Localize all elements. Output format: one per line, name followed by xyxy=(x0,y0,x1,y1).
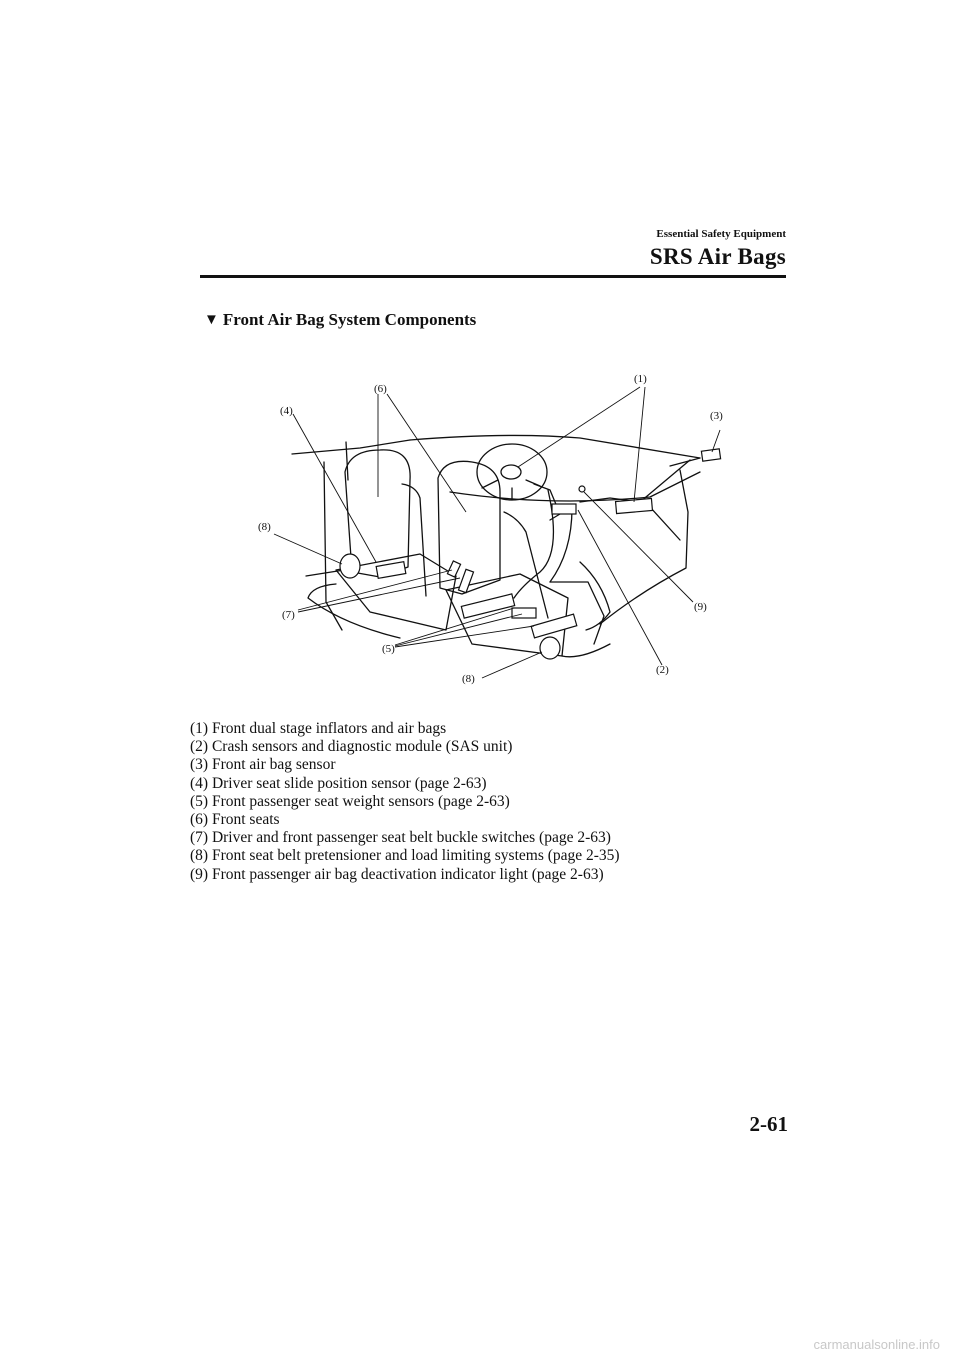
callout-5: (5) xyxy=(382,643,395,655)
subheading-text: Front Air Bag System Components xyxy=(222,310,477,329)
callout-7: (7) xyxy=(282,609,295,621)
air-bag-components-diagram: (1) (2) (3) (4) (5) (6) (7) (8) (8) (9) xyxy=(258,373,723,685)
legend-item: (7) Driver and front passenger seat belt… xyxy=(190,829,611,847)
watermark: carmanualsonline.info xyxy=(813,1337,940,1352)
callout-6: (6) xyxy=(374,383,387,395)
section-title: Essential Safety Equipment xyxy=(656,228,786,240)
page-number: 2-61 xyxy=(749,1112,789,1136)
callout-8-left: (8) xyxy=(258,521,271,533)
subheading: ▼ Front Air Bag System Components xyxy=(204,310,476,330)
legend-item: (8) Front seat belt pretensioner and loa… xyxy=(190,847,620,865)
chapter-title: SRS Air Bags xyxy=(649,244,786,269)
callout-4: (4) xyxy=(280,405,293,417)
legend-item: (6) Front seats xyxy=(190,811,280,829)
down-triangle-icon: ▼ xyxy=(204,311,219,328)
component-legend: (1) Front dual stage inflators and air b… xyxy=(190,720,620,884)
legend-item: (3) Front air bag sensor xyxy=(190,756,336,774)
legend-item: (4) Driver seat slide position sensor (p… xyxy=(190,774,487,792)
callout-8-bottom: (8) xyxy=(462,673,475,685)
callout-3: (3) xyxy=(710,410,723,422)
legend-item: (9) Front passenger air bag deactivation… xyxy=(190,865,604,883)
callout-9: (9) xyxy=(694,601,707,613)
legend-item: (5) Front passenger seat weight sensors … xyxy=(190,792,510,810)
legend-item: (1) Front dual stage inflators and air b… xyxy=(190,720,447,737)
callout-2: (2) xyxy=(656,664,669,676)
legend-item: (2) Crash sensors and diagnostic module … xyxy=(190,738,513,756)
callout-1: (1) xyxy=(634,373,647,385)
header-rule xyxy=(200,275,786,278)
